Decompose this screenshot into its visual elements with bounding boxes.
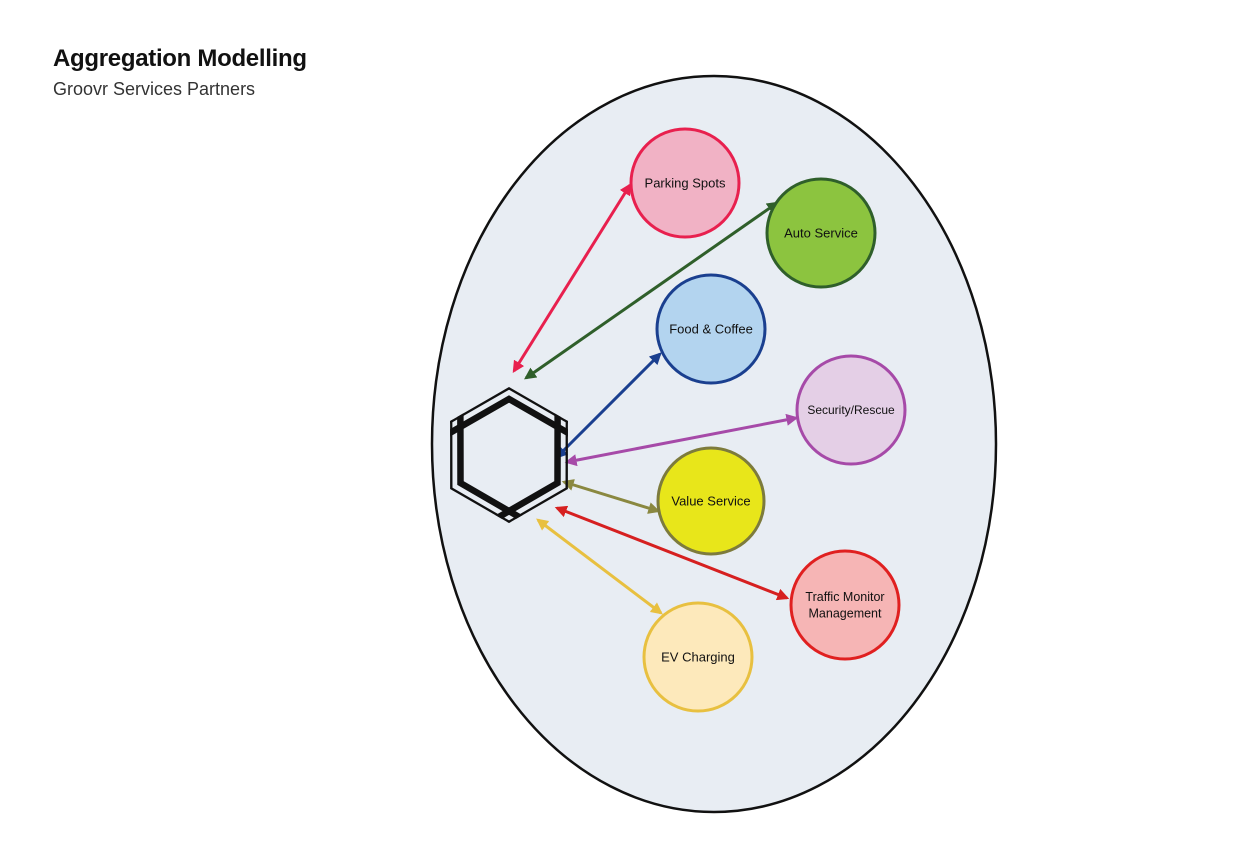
node-circle xyxy=(789,549,901,661)
node-value-service[interactable]: Value Service xyxy=(656,446,766,556)
node-label: Security/Rescue xyxy=(807,403,895,417)
node-ev-charging[interactable]: EV Charging xyxy=(642,601,754,713)
arrow-ev-charging xyxy=(536,518,663,615)
node-circle xyxy=(655,273,767,385)
arrow-auto-service xyxy=(524,201,779,380)
node-auto-service[interactable]: Auto Service xyxy=(765,177,877,289)
node-circle xyxy=(656,446,766,556)
node-label: EV Charging xyxy=(661,650,735,665)
page-subtitle: Groovr Services Partners xyxy=(53,79,256,99)
node-label: Traffic Monitor xyxy=(805,590,884,604)
node-label: Management xyxy=(809,607,882,621)
node-label: Food & Coffee xyxy=(669,322,753,337)
node-circle xyxy=(629,127,741,239)
node-label: Auto Service xyxy=(784,226,858,241)
connection-arrows xyxy=(512,182,799,615)
node-label: Parking Spots xyxy=(645,176,726,191)
node-parking-spots[interactable]: Parking Spots xyxy=(629,127,741,239)
node-circle xyxy=(765,177,877,289)
page-title: Aggregation Modelling xyxy=(53,45,307,72)
node-label: Value Service xyxy=(671,494,750,509)
arrow-security-rescue xyxy=(564,413,799,467)
node-security-rescue[interactable]: Security/Rescue xyxy=(795,354,907,466)
node-circle xyxy=(795,354,907,466)
node-circle xyxy=(642,601,754,713)
node-food-coffee[interactable]: Food & Coffee xyxy=(655,273,767,385)
